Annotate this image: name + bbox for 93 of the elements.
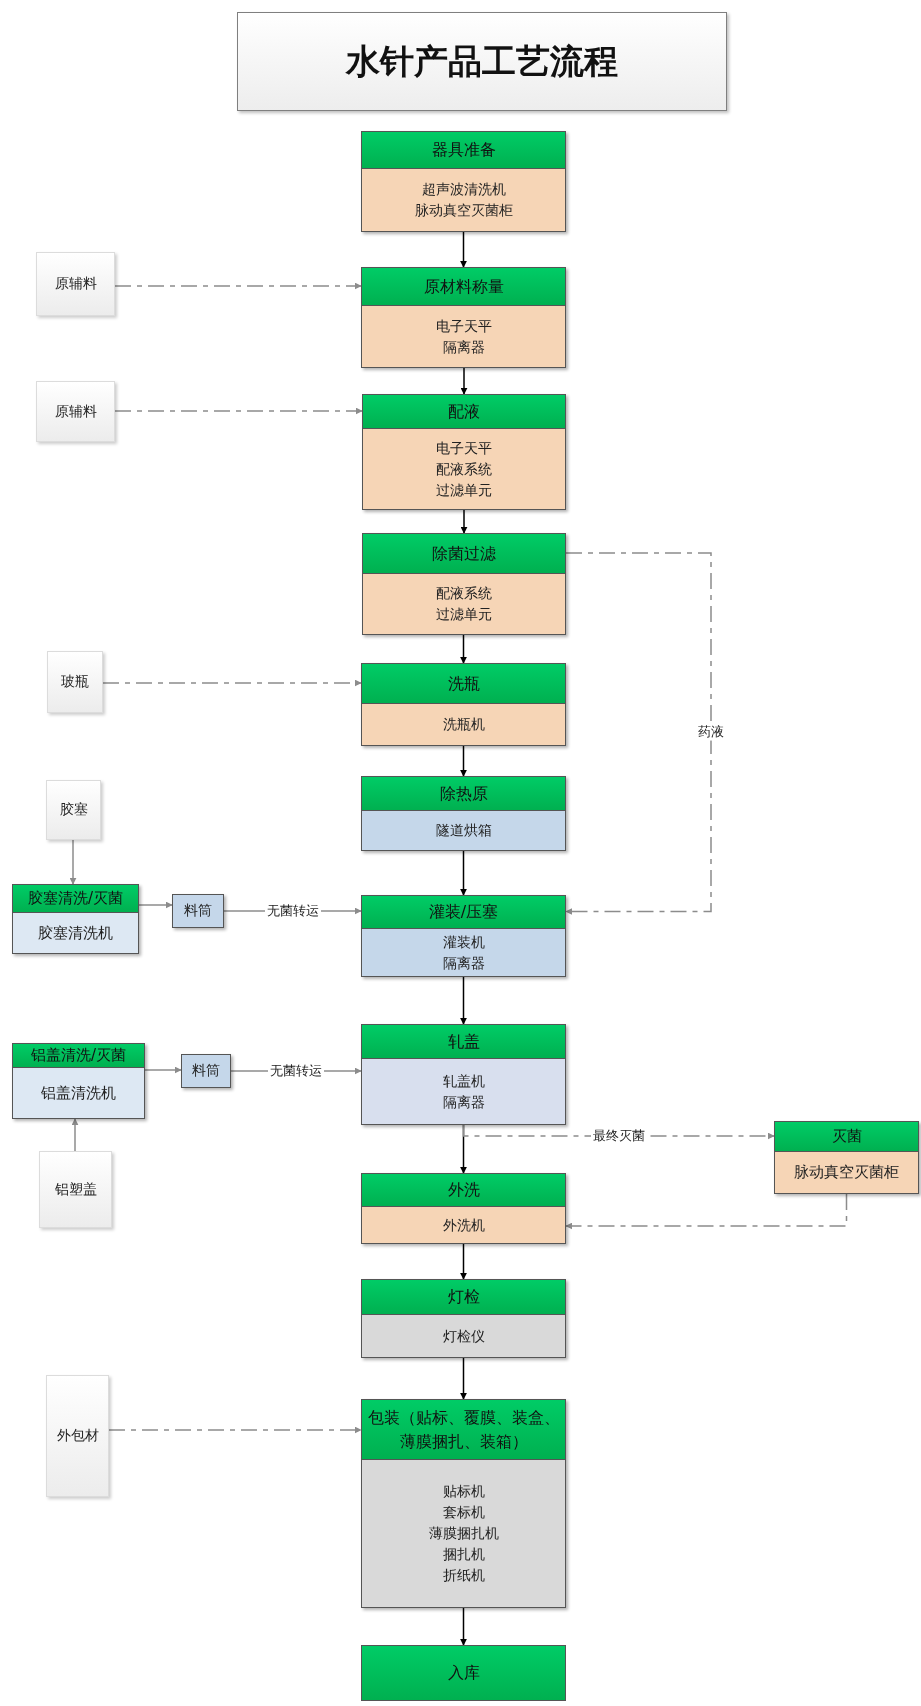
step-title: 除菌过滤 — [363, 534, 565, 574]
arrow — [69, 839, 77, 885]
material-label: 外包材 — [56, 1427, 99, 1445]
process-box — [361, 895, 566, 977]
step-title: 灯检 — [362, 1280, 565, 1315]
end-step-box: 入库 — [361, 1645, 566, 1701]
equipment-name: 脉动真空灭菌柜 — [794, 1162, 899, 1184]
step-title: 器具准备 — [362, 132, 565, 169]
equipment-name: 折纸机 — [442, 1566, 485, 1585]
edge-label: 无菌转运 — [268, 1062, 324, 1080]
equipment-name: 电子天平 — [435, 316, 492, 336]
equipment-name: 超声波清洗机 — [421, 180, 506, 199]
step-title: 铝盖清洗/灭菌 — [13, 1044, 144, 1068]
step-title: 除热原 — [362, 777, 565, 811]
material-label: 原辅料 — [54, 402, 97, 421]
process-box — [12, 1043, 145, 1119]
step-title: 轧盖 — [362, 1025, 565, 1059]
material-box — [46, 1375, 109, 1497]
equipment-name: 配液系统 — [436, 584, 492, 603]
equipment-name: 捆扎机 — [442, 1545, 485, 1564]
arrow — [565, 1193, 848, 1230]
arrow — [460, 850, 467, 896]
equipment-name: 薄膜捆扎机 — [428, 1524, 499, 1543]
material-label: 胶塞 — [59, 801, 88, 819]
equipment-name: 过滤单元 — [436, 605, 492, 624]
equipment-name: 洗瓶机 — [442, 715, 485, 734]
process-box — [362, 394, 566, 510]
equipment-name: 套标机 — [442, 1503, 485, 1522]
material-box — [39, 1151, 112, 1228]
arrow — [460, 1357, 467, 1400]
equipment-name: 隧道烘箱 — [435, 821, 492, 840]
equipment-name: 隔离器 — [442, 337, 485, 357]
arrow — [460, 509, 468, 534]
step-title: 胶塞清洗/灭菌 — [13, 885, 138, 913]
equipment-name: 脉动真空灭菌柜 — [414, 201, 513, 220]
arrow — [71, 1118, 79, 1152]
equipment-name: 铝盖清洗机 — [41, 1082, 116, 1104]
process-box — [361, 1279, 566, 1358]
equipment-name: 过滤单元 — [436, 480, 492, 500]
equipment-name: 配液系统 — [436, 459, 492, 479]
edge-label: 无菌转运 — [264, 902, 321, 920]
arrow — [460, 231, 467, 268]
step-title: 洗瓶 — [362, 664, 565, 704]
edge-label: 药液 — [696, 723, 726, 741]
process-box — [774, 1121, 919, 1194]
equipment-name: 贴标机 — [442, 1482, 485, 1501]
title-box: 水针产品工艺流程 — [237, 12, 727, 111]
arrow — [114, 407, 363, 415]
equipment-name: 隔离器 — [442, 1092, 485, 1112]
arrow — [144, 1066, 182, 1074]
process-box — [361, 663, 566, 746]
arrow — [460, 745, 467, 777]
process-box — [361, 1024, 566, 1125]
step-title: 配液 — [363, 395, 565, 429]
material-box — [47, 651, 103, 713]
arrow — [108, 1426, 362, 1434]
process-box — [361, 1173, 566, 1244]
equipment-name: 灯检仪 — [442, 1326, 485, 1346]
arrow — [565, 552, 712, 915]
material-box — [46, 780, 101, 840]
material-label: 玻瓶 — [61, 673, 89, 691]
step-title: 外洗 — [362, 1174, 565, 1207]
material-label: 铝塑盖 — [54, 1180, 97, 1199]
arrow — [460, 1243, 467, 1280]
equipment-name: 隔离器 — [442, 953, 485, 973]
arrow — [114, 282, 362, 290]
material-box — [36, 381, 115, 442]
process-box — [362, 533, 566, 635]
equipment-name: 轧盖机 — [442, 1071, 485, 1091]
hopper-box: 料筒 — [172, 894, 224, 928]
equipment-name: 外洗机 — [442, 1215, 485, 1235]
arrow — [460, 367, 468, 395]
arrow — [138, 901, 173, 909]
step-title: 灭菌 — [775, 1122, 918, 1152]
process-box — [12, 884, 139, 954]
arrow — [460, 1607, 467, 1646]
edge-label: 最终灭菌 — [590, 1127, 647, 1145]
equipment-name: 胶塞清洗机 — [38, 922, 113, 944]
process-box — [361, 131, 566, 232]
material-box — [36, 252, 115, 316]
step-title: 灌装/压塞 — [362, 896, 565, 929]
process-box — [361, 776, 566, 851]
arrow — [102, 679, 362, 687]
material-label: 原辅料 — [54, 275, 97, 293]
step-title: 包装（贴标、覆膜、装盒、薄膜捆扎、装箱） — [362, 1400, 565, 1460]
arrow — [460, 976, 467, 1025]
step-title: 原材料称量 — [362, 268, 565, 306]
process-box — [361, 1399, 566, 1608]
hopper-box: 料筒 — [181, 1054, 231, 1088]
equipment-name: 灌装机 — [442, 932, 485, 952]
equipment-name: 电子天平 — [436, 438, 492, 458]
arrow — [460, 634, 467, 664]
process-box — [361, 267, 566, 368]
